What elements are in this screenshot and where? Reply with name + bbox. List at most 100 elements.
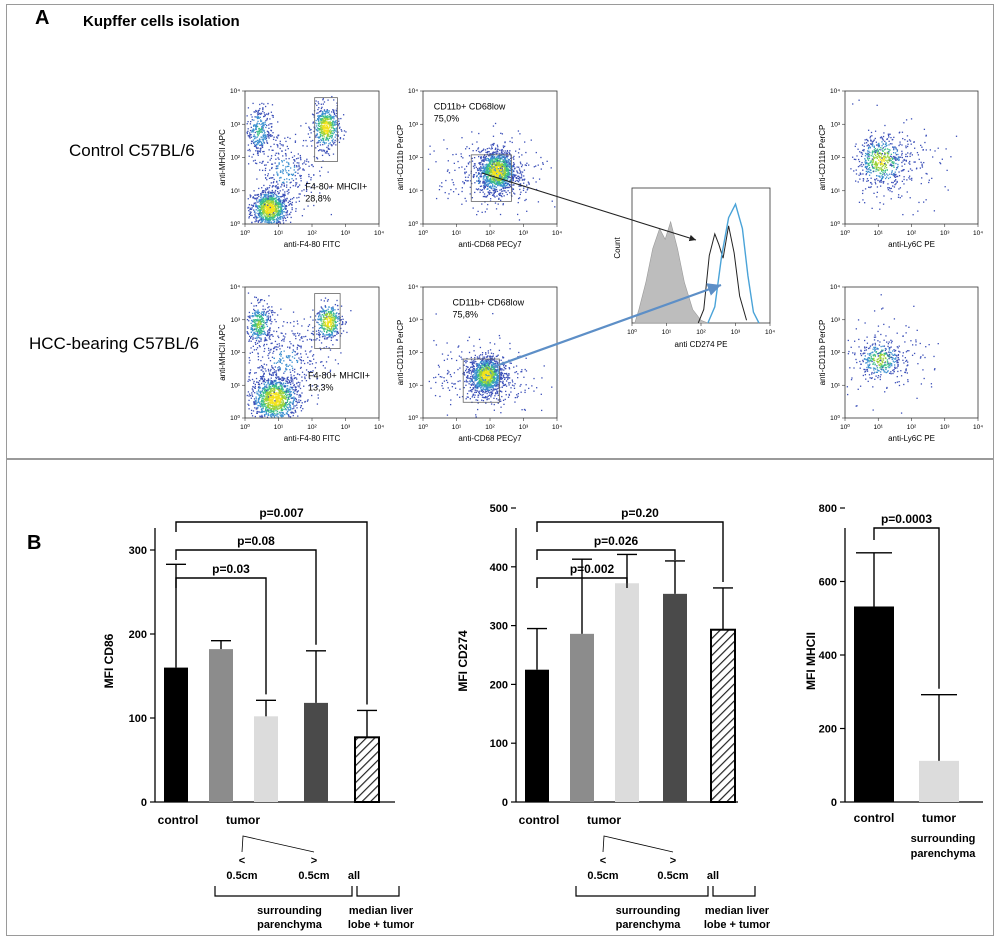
histogram-xtick: 10³	[731, 329, 741, 336]
control-cd68-plot-gate-percent: 75,0%	[434, 114, 460, 124]
control-cd68-plot-xtick: 10¹	[452, 230, 462, 237]
control-cd68-plot-xlabel: anti-CD68 PECy7	[458, 240, 522, 249]
hcc-f480-plot-ytick: 10³	[231, 317, 241, 324]
control-f480-plot-xtick: 10⁰	[240, 229, 250, 237]
control-cd68-plot-ytick: 10²	[409, 155, 419, 162]
category-label-control: control	[854, 811, 895, 825]
hcc-ly6c-plot-ytick: 10²	[831, 350, 841, 357]
significance-bracket	[175, 577, 267, 695]
control-ly6c-plot-ytick: 10¹	[831, 188, 841, 195]
y-tick-label: 200	[129, 629, 147, 641]
control-cd68-plot: 10⁰10⁰10¹10¹10²10²10³10³10⁴10⁴anti-CD68 …	[396, 88, 562, 249]
hcc-ly6c-plot-xtick: 10²	[907, 424, 917, 431]
control-cd68-plot-ylabel: anti-CD11b PerCP	[396, 125, 405, 191]
control-f480-plot-ytick: 10⁰	[230, 220, 240, 228]
hcc-f480-plot-xtick: 10²	[307, 424, 317, 431]
histogram-xtick: 10¹	[662, 329, 672, 336]
y-tick-label: 0	[141, 797, 147, 809]
p-value-label: p=0.03	[212, 562, 250, 576]
tumor-split-lines	[602, 835, 674, 853]
control-ly6c-plot-xtick: 10⁰	[840, 229, 850, 237]
control-f480-plot-gate-label: F4-80+ MHCII+	[305, 181, 367, 191]
label-lobe-tumor: lobe + tumor	[348, 919, 415, 931]
histogram-xlabel: anti CD274 PE	[675, 340, 728, 349]
hcc-f480-plot-ytick: 10⁰	[230, 414, 240, 422]
row-label-hcc: HCC-bearing C57BL/6	[29, 334, 200, 353]
category-label-tumor: tumor	[922, 811, 956, 825]
y-tick-label: 100	[129, 713, 147, 725]
control-ly6c-plot-xtick: 10³	[940, 230, 950, 237]
control-ly6c-plot-xtick: 10⁴	[973, 230, 983, 237]
hcc-cd68-plot: 10⁰10⁰10¹10¹10²10²10³10³10⁴10⁴anti-CD68 …	[396, 284, 562, 443]
category-label-gt: >	[311, 855, 317, 867]
label-median-liver: median liver	[705, 905, 770, 917]
bar	[525, 669, 549, 802]
surrounding-bracket	[214, 886, 353, 897]
histogram-ylabel: Count	[613, 237, 622, 259]
hcc-cd68-plot-gate-percent: 75,8%	[452, 309, 478, 319]
y-tick-label: 200	[490, 679, 508, 691]
hcc-f480-plot-xlabel: anti-F4-80 FITC	[284, 434, 341, 443]
y-tick-label: 0	[831, 797, 837, 809]
category-label-tumor: tumor	[587, 813, 621, 827]
significance-bracket	[536, 521, 724, 582]
label-lobe-tumor: lobe + tumor	[704, 919, 771, 931]
hcc-cd68-plot-gate	[462, 358, 500, 403]
significance-bracket	[536, 549, 676, 560]
histogram-xtick: 10⁴	[765, 329, 775, 336]
hcc-cd68-plot-ytick: 10²	[409, 350, 419, 357]
p-value-label: p=0.026	[594, 534, 639, 548]
hcc-cd68-plot-xtick: 10⁴	[552, 424, 562, 431]
y-axis-label: MFI MHCII	[804, 632, 818, 690]
hcc-cd68-plot-gate-label: CD11b+ CD68low	[452, 297, 524, 307]
control-cd68-plot-xtick: 10⁴	[552, 230, 562, 237]
hcc-ly6c-plot-xtick: 10³	[940, 424, 950, 431]
y-tick-label: 100	[490, 738, 508, 750]
category-label-tumor: tumor	[226, 813, 260, 827]
y-axis-label: MFI CD274	[456, 630, 470, 692]
hcc-cd68-plot-ytick: 10⁰	[408, 414, 418, 422]
panel-a-letter: A	[35, 7, 50, 29]
y-tick-label: 200	[819, 724, 837, 736]
control-ly6c-plot-xtick: 10²	[907, 230, 917, 237]
y-tick-label: 400	[819, 650, 837, 662]
control-f480-plot-xlabel: anti-F4-80 FITC	[284, 240, 341, 249]
hcc-ly6c-plot-ytick: 10⁰	[830, 414, 840, 422]
bar	[209, 649, 233, 802]
y-tick-label: 600	[819, 577, 837, 589]
significance-bracket	[175, 521, 368, 705]
control-cd68-plot-xtick: 10³	[519, 230, 529, 237]
panel-a: A Kupffer cells isolation Control C57BL/…	[6, 4, 994, 459]
hcc-f480-plot-gate-label: F4-80+ MHCII+	[308, 371, 370, 381]
hcc-ly6c-plot-ylabel: anti-CD11b PerCP	[818, 320, 827, 386]
y-tick-label: 0	[502, 797, 508, 809]
hcc-f480-plot-xtick: 10¹	[274, 424, 284, 431]
hcc-f480-plot-xtick: 10⁴	[374, 424, 384, 431]
label-parenchyma: parenchyma	[911, 848, 977, 860]
hcc-cd68-plot-ytick: 10⁴	[408, 284, 418, 291]
surrounding-bracket	[575, 886, 709, 897]
control-cd68-plot-xtick: 10⁰	[418, 229, 428, 237]
category-label-control: control	[158, 813, 199, 827]
y-tick-label: 300	[490, 621, 508, 633]
label-parenchyma: parenchyma	[257, 919, 323, 931]
arrow-control-to-histogram	[481, 172, 697, 242]
hcc-cd68-plot-ylabel: anti-CD11b PerCP	[396, 320, 405, 386]
control-f480-plot-ytick: 10³	[231, 121, 241, 128]
control-f480-plot-gate-percent: 28,8%	[305, 193, 331, 203]
y-axis-label: MFI CD86	[102, 633, 116, 688]
control-f480-plot-xtick: 10⁴	[374, 230, 384, 237]
hcc-f480-plot-gate	[314, 293, 341, 349]
hcc-ly6c-plot-xtick: 10¹	[874, 424, 884, 431]
hcc-f480-plot-ylabel: anti-MHCII APC	[218, 324, 227, 381]
bar	[254, 716, 278, 802]
arrow-hcc-to-histogram	[492, 283, 722, 369]
hcc-cd68-plot-xlabel: anti-CD68 PECy7	[458, 434, 522, 443]
bar	[919, 760, 959, 802]
control-f480-plot-ylabel: anti-MHCII APC	[218, 129, 227, 186]
p-value-label: p=0.007	[259, 506, 304, 520]
hcc-ly6c-plot-ytick: 10¹	[831, 382, 841, 389]
